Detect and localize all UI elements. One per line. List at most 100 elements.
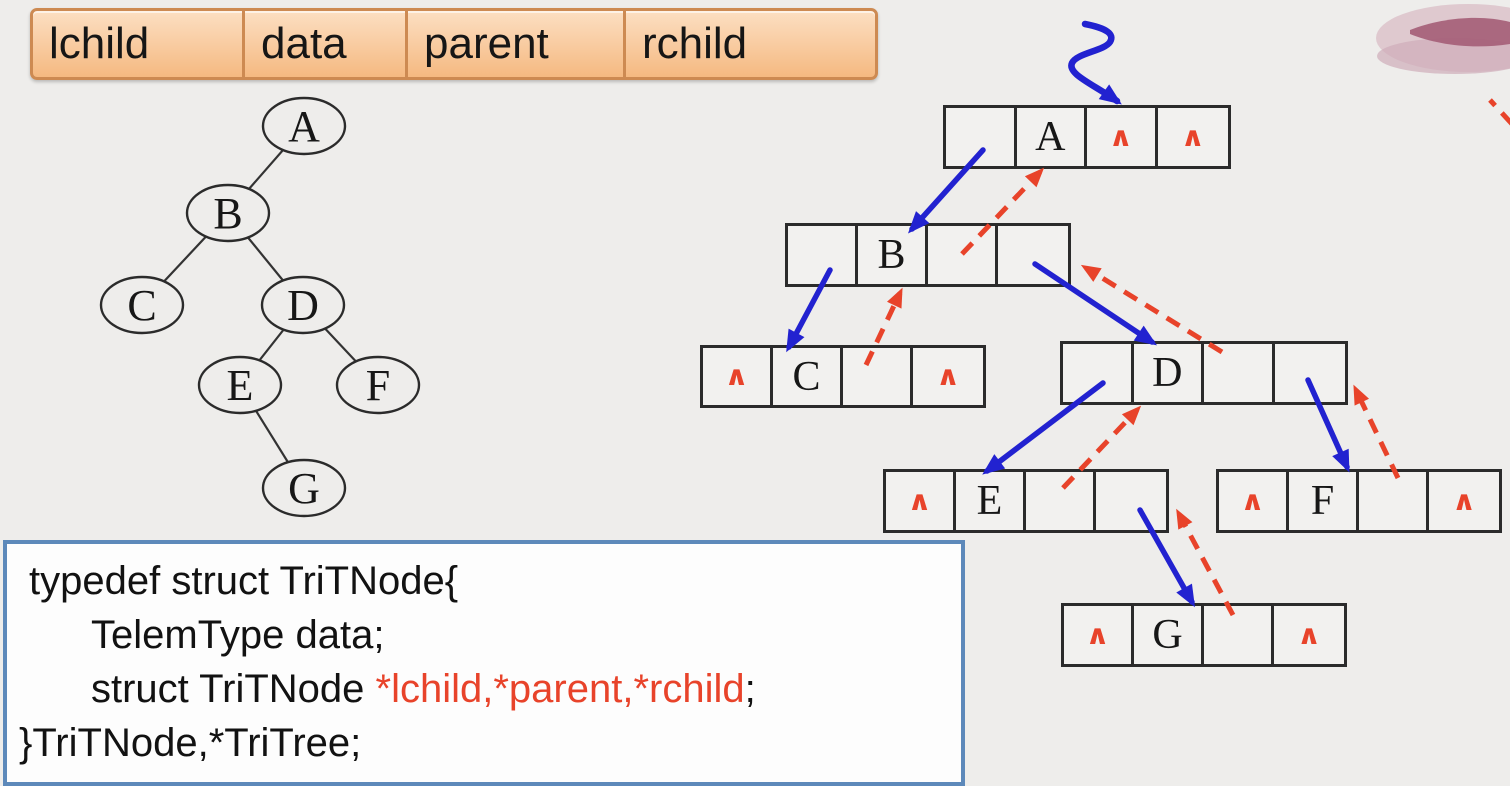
field-label-lchild: lchild — [49, 19, 150, 68]
linked-node-B: B — [785, 223, 1071, 287]
tree-node-label-B: B — [213, 189, 242, 238]
code-text: TelemType data; — [91, 613, 385, 657]
code-block: typedef struct TriTNode{ TelemType data;… — [3, 540, 965, 786]
linked-node-A-data: A — [1017, 108, 1087, 166]
code-text: struct TriTNode — [91, 667, 376, 711]
linked-node-D-lchild — [1063, 344, 1134, 402]
null-marker: ∧ — [1085, 619, 1110, 651]
field-header-bar: lchild data parent rchild — [30, 8, 878, 80]
null-marker: ∧ — [1296, 619, 1322, 651]
linked-node-E-rchild — [1096, 472, 1166, 530]
null-marker: ∧ — [1240, 485, 1265, 517]
tree-node-label-E: E — [227, 361, 254, 410]
node-data-letter: F — [1310, 478, 1335, 524]
linked-node-G-rchild: ∧ — [1274, 606, 1344, 664]
tree-node-D — [260, 275, 346, 335]
tree-node-A — [261, 96, 347, 156]
tree-node-label-F: F — [366, 361, 390, 410]
tree-node-label-A: A — [288, 102, 320, 151]
F-parent-to-D-arrow — [1353, 384, 1401, 480]
tree-node-E — [197, 355, 283, 415]
linked-node-A-lchild — [946, 108, 1017, 166]
null-marker: ∧ — [1108, 121, 1133, 153]
smudge-mid — [1377, 38, 1510, 74]
linked-node-C-data: C — [773, 348, 843, 405]
null-marker: ∧ — [935, 360, 961, 393]
tree-edge-E-G — [239, 384, 305, 489]
field-header-data: data — [245, 11, 408, 77]
smudge-base — [1376, 4, 1510, 72]
node-data-letter: G — [1152, 612, 1183, 658]
linked-node-F-lchild: ∧ — [1219, 472, 1289, 530]
linked-node-F-parent — [1359, 472, 1429, 530]
linked-node-E-data: E — [956, 472, 1026, 530]
linked-node-A-parent: ∧ — [1087, 108, 1158, 166]
tree-node-label-G: G — [288, 464, 320, 513]
linked-node-B-data: B — [858, 226, 928, 284]
linked-node-D-parent — [1204, 344, 1275, 402]
linked-node-C-rchild: ∧ — [913, 348, 983, 405]
linked-node-B-rchild — [998, 226, 1068, 284]
node-data-letter: C — [792, 353, 821, 400]
linked-node-C: ∧ C ∧ — [700, 345, 986, 408]
node-data-letter: E — [976, 478, 1003, 524]
D-parent-to-B-arrow — [1080, 264, 1224, 355]
smudge-dark-band — [1410, 17, 1510, 47]
node-data-letter: B — [877, 232, 906, 278]
code-line-2: TelemType data; — [7, 608, 961, 662]
node-data-letter: D — [1152, 350, 1183, 396]
tree-node-G — [261, 458, 347, 518]
tree-edge-B-C — [141, 212, 229, 306]
linked-node-F-rchild: ∧ — [1429, 472, 1499, 530]
linked-node-E: ∧E — [883, 469, 1169, 533]
code-line-4: }TriTNode,*TriTree; — [7, 716, 961, 770]
tree-edge-A-B — [227, 125, 305, 214]
field-label-rchild: rchild — [642, 19, 748, 68]
tree-node-label-C: C — [127, 281, 156, 330]
field-header-lchild: lchild — [33, 11, 245, 77]
linked-node-B-lchild — [788, 226, 858, 284]
null-marker: ∧ — [1180, 121, 1205, 153]
stray-dash-arrow — [1488, 98, 1510, 126]
linked-node-G-parent — [1204, 606, 1274, 664]
tree-node-F — [335, 355, 421, 415]
linked-node-E-lchild: ∧ — [886, 472, 956, 530]
code-text-red-members: *lchild,*parent,*rchild — [375, 667, 745, 711]
linked-node-F-data: F — [1289, 472, 1359, 530]
node-data-letter: A — [1035, 114, 1066, 160]
binary-tree-diagram: AB C DE F G — [99, 96, 421, 518]
tree-node-label-D: D — [287, 281, 319, 330]
linked-node-C-lchild: ∧ — [703, 348, 773, 405]
code-text: }TriTNode,*TriTree; — [19, 721, 362, 765]
tree-edge-B-D — [227, 212, 304, 306]
field-header-parent: parent — [408, 11, 626, 77]
linked-node-E-parent — [1026, 472, 1096, 530]
corner-smudge-decoration — [1376, 4, 1510, 74]
code-line-1: typedef struct TriTNode{ — [7, 554, 961, 608]
linked-node-G-data: G — [1134, 606, 1204, 664]
tree-edge-D-E — [239, 304, 304, 386]
linked-node-D-rchild — [1275, 344, 1346, 402]
linked-node-G: ∧ G ∧ — [1061, 603, 1347, 667]
field-label-data: data — [261, 19, 347, 68]
linked-node-D-data: D — [1134, 344, 1204, 402]
code-line-3: struct TriTNode *lchild,*parent,*rchild; — [7, 662, 961, 716]
null-marker: ∧ — [1451, 485, 1477, 517]
linked-node-A: A ∧ ∧ — [943, 105, 1231, 169]
tree-node-C — [99, 275, 185, 335]
null-marker: ∧ — [907, 485, 932, 517]
linked-node-G-lchild: ∧ — [1064, 606, 1134, 664]
tree-node-B — [185, 183, 271, 243]
tree-edge-D-F — [302, 304, 379, 386]
code-text: typedef struct TriTNode{ — [29, 559, 459, 603]
linked-node-B-parent — [928, 226, 998, 284]
linked-node-A-rchild: ∧ — [1158, 108, 1229, 166]
linked-node-C-parent — [843, 348, 913, 405]
field-header-rchild: rchild — [626, 11, 875, 77]
linked-node-D: D — [1060, 341, 1348, 405]
code-text: ; — [744, 667, 756, 711]
field-label-parent: parent — [424, 19, 549, 68]
root-pointer-squiggle-arrow — [1068, 20, 1122, 105]
null-marker: ∧ — [724, 360, 749, 393]
